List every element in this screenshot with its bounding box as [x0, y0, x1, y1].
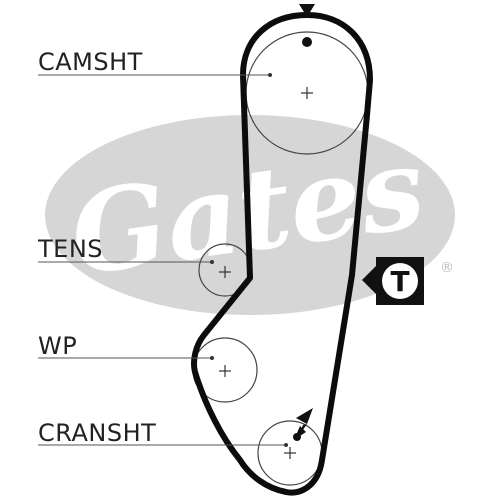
crankshaft-label: CRANSHT: [38, 419, 156, 447]
crankshaft-timing-dot: [293, 433, 301, 441]
leader-lines: [38, 74, 286, 446]
plus-icon: [284, 447, 296, 459]
t-badge-letter: T: [390, 265, 409, 298]
plus-icon: [301, 87, 313, 99]
t-badge-pointer: [362, 264, 378, 296]
down-triangle-icon: [299, 4, 315, 17]
tensioner-leader-dot: [210, 260, 214, 264]
tensioner-label: TENS: [37, 235, 103, 263]
crankshaft-leader-dot: [284, 443, 288, 447]
plus-icon: [219, 365, 231, 377]
plus-icon: [219, 266, 231, 278]
water-pump-label: WP: [38, 332, 77, 360]
camshaft-timing-dot: [302, 37, 312, 47]
watermark-registered-mark: ®: [440, 260, 454, 276]
t-badge-icon: T: [362, 257, 424, 305]
t-badge-circle: [382, 263, 418, 299]
camshaft-label: CAMSHT: [38, 48, 143, 76]
camshaft-leader-dot: [268, 73, 272, 77]
leader-dots: [210, 73, 288, 447]
water-pump-leader-dot: [210, 356, 214, 360]
center-marks: [219, 87, 313, 459]
